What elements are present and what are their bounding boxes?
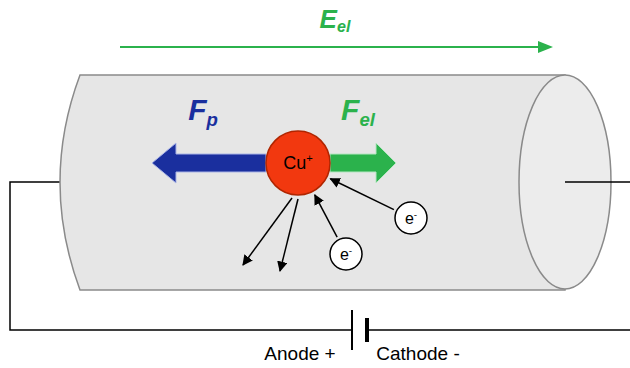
battery-cathode-plate xyxy=(365,318,369,342)
electron-circle: e- xyxy=(394,201,428,235)
ion-circle: Cu+ xyxy=(265,130,331,196)
electron-arrow xyxy=(330,179,394,210)
force-arrow-p xyxy=(152,143,266,183)
field-label: Eel xyxy=(320,4,351,37)
terminal-label: Cathode - xyxy=(376,343,459,365)
circuit-wire xyxy=(565,181,630,183)
electron-label: e- xyxy=(340,245,352,264)
wire-cylinder xyxy=(60,75,565,290)
terminal-label: Anode + xyxy=(264,343,335,365)
field-arrow xyxy=(120,46,540,48)
electron-circle: e- xyxy=(329,237,363,271)
electron-label: e- xyxy=(405,209,417,228)
ion-label: Cu+ xyxy=(283,152,313,174)
field-arrowhead xyxy=(538,41,553,53)
force-label: Fp xyxy=(188,93,218,131)
circuit-wire xyxy=(367,329,630,331)
force-arrow-el xyxy=(330,143,396,183)
scatter-arrow xyxy=(280,199,298,271)
electron-arrow xyxy=(315,195,337,237)
battery-anode-plate xyxy=(351,310,353,350)
force-label: Fel xyxy=(341,93,375,131)
